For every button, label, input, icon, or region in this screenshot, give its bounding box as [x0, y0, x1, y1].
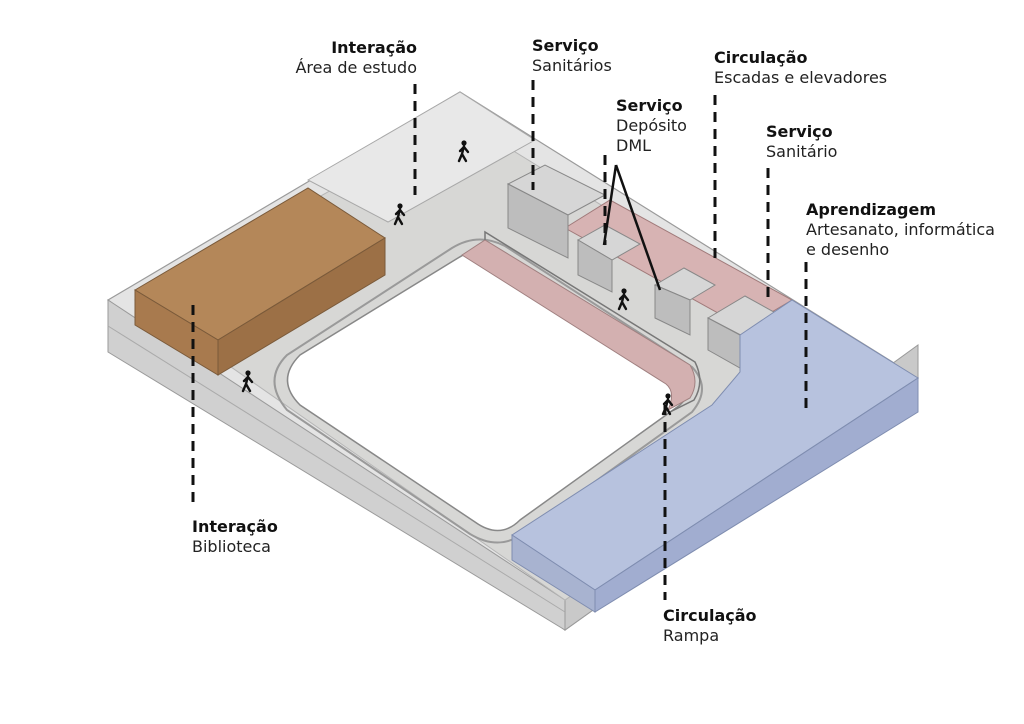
- label-desc: Sanitários: [532, 56, 612, 75]
- label-circulacao-escadas: Circulação Escadas e elevadores: [714, 48, 887, 88]
- label-title: Serviço: [766, 122, 833, 141]
- label-title: Serviço: [532, 36, 599, 55]
- learning-block: [511, 299, 919, 613]
- label-title: Interação: [192, 517, 278, 536]
- label-title: Interação: [331, 38, 417, 57]
- label-interacao-biblioteca: Interação Biblioteca: [192, 517, 278, 557]
- deposito-pointer-lines: [602, 164, 662, 291]
- label-title: Circulação: [714, 48, 808, 67]
- label-servico-sanitario: Serviço Sanitário: [766, 122, 837, 162]
- label-title: Serviço: [616, 96, 683, 115]
- label-servico-sanitarios: Serviço Sanitários: [532, 36, 612, 76]
- label-aprendizagem: Aprendizagem Artesanato, informática e d…: [806, 200, 1021, 260]
- label-desc: Escadas e elevadores: [714, 68, 888, 87]
- library-block: [134, 187, 386, 376]
- leader-lines: [191, 80, 808, 600]
- label-circulacao-rampa: Circulação Rampa: [663, 606, 757, 646]
- label-desc: Artesanato, informática e desenho: [806, 220, 995, 259]
- label-desc: Área de estudo: [295, 58, 417, 77]
- label-desc: Sanitário: [766, 142, 838, 161]
- label-title: Aprendizagem: [806, 200, 936, 219]
- label-servico-deposito: Serviço Depósito DML: [616, 96, 687, 156]
- ramp: [461, 230, 701, 413]
- label-desc: Rampa: [663, 626, 720, 645]
- label-desc: Depósito DML: [616, 116, 687, 155]
- label-interacao-estudo: Interação Área de estudo: [260, 38, 417, 78]
- label-title: Circulação: [663, 606, 757, 625]
- service-core: [506, 164, 794, 369]
- label-desc: Biblioteca: [192, 537, 271, 556]
